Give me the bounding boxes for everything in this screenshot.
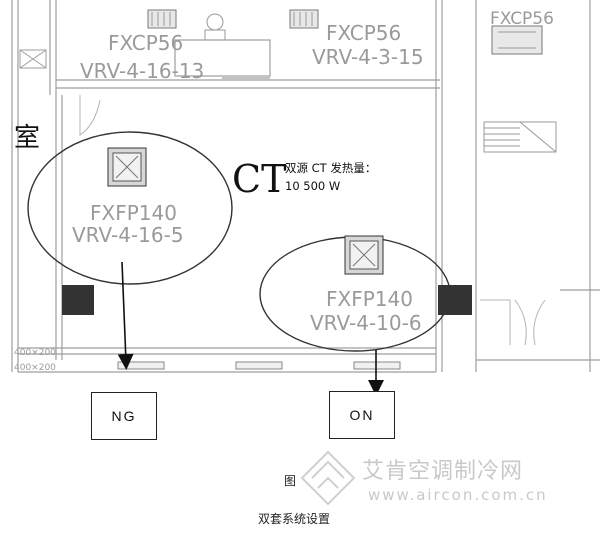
watermark-logo-icon bbox=[300, 450, 356, 506]
top-mid-model: FXCP56 bbox=[326, 21, 401, 45]
left-ceiling-cassette bbox=[107, 147, 147, 187]
watermark-url: www.aircon.com.cn bbox=[368, 486, 548, 504]
top-right-model: FXCP56 bbox=[490, 9, 554, 29]
walls bbox=[11, 0, 600, 373]
heat-value: 10 500 W bbox=[285, 179, 340, 193]
duct-size-upper: 400×200 bbox=[14, 348, 56, 358]
on-label: ON bbox=[349, 407, 375, 423]
right-ceiling-cassette bbox=[344, 235, 384, 275]
bottom-diffusers bbox=[117, 361, 401, 370]
corner-fixture bbox=[19, 49, 47, 69]
figure-title: 双套系统设置 bbox=[258, 512, 331, 526]
ng-label: NG bbox=[111, 408, 137, 424]
top-left-model: FXCP56 bbox=[108, 31, 183, 55]
top-left-code: VRV-4-16-13 bbox=[80, 59, 204, 83]
chair-symbol bbox=[204, 13, 226, 41]
ng-box: NG bbox=[91, 392, 157, 440]
left-arrow bbox=[117, 261, 134, 370]
top-mid-code: VRV-4-3-15 bbox=[312, 45, 424, 69]
heat-label: 双源 CT 发热量： bbox=[285, 161, 376, 175]
room-name: CT bbox=[232, 157, 286, 201]
figure-label: 图 bbox=[284, 474, 297, 488]
room-side-char: 室 bbox=[14, 123, 40, 153]
right-model: FXFP140 bbox=[326, 287, 413, 311]
top-grilles bbox=[147, 9, 543, 55]
on-box: ON bbox=[329, 391, 395, 439]
right-code: VRV-4-10-6 bbox=[310, 311, 422, 335]
left-model: FXFP140 bbox=[90, 201, 177, 225]
right-column bbox=[438, 285, 472, 315]
left-column bbox=[62, 285, 94, 315]
door-swings bbox=[79, 95, 546, 346]
grille-lines bbox=[151, 12, 536, 49]
watermark-cn: 艾肯空调制冷网 bbox=[362, 459, 524, 484]
left-code: VRV-4-16-5 bbox=[72, 223, 184, 247]
left-circle bbox=[27, 131, 233, 285]
right-cabinet bbox=[483, 121, 557, 153]
duct-size-lower: 400×200 bbox=[14, 363, 56, 373]
